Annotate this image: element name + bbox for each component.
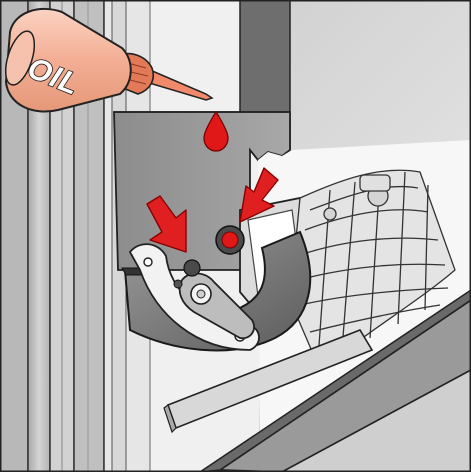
hinge-illustration: OIL	[0, 0, 471, 472]
oil-lubrication-diagram: OIL	[0, 0, 471, 472]
